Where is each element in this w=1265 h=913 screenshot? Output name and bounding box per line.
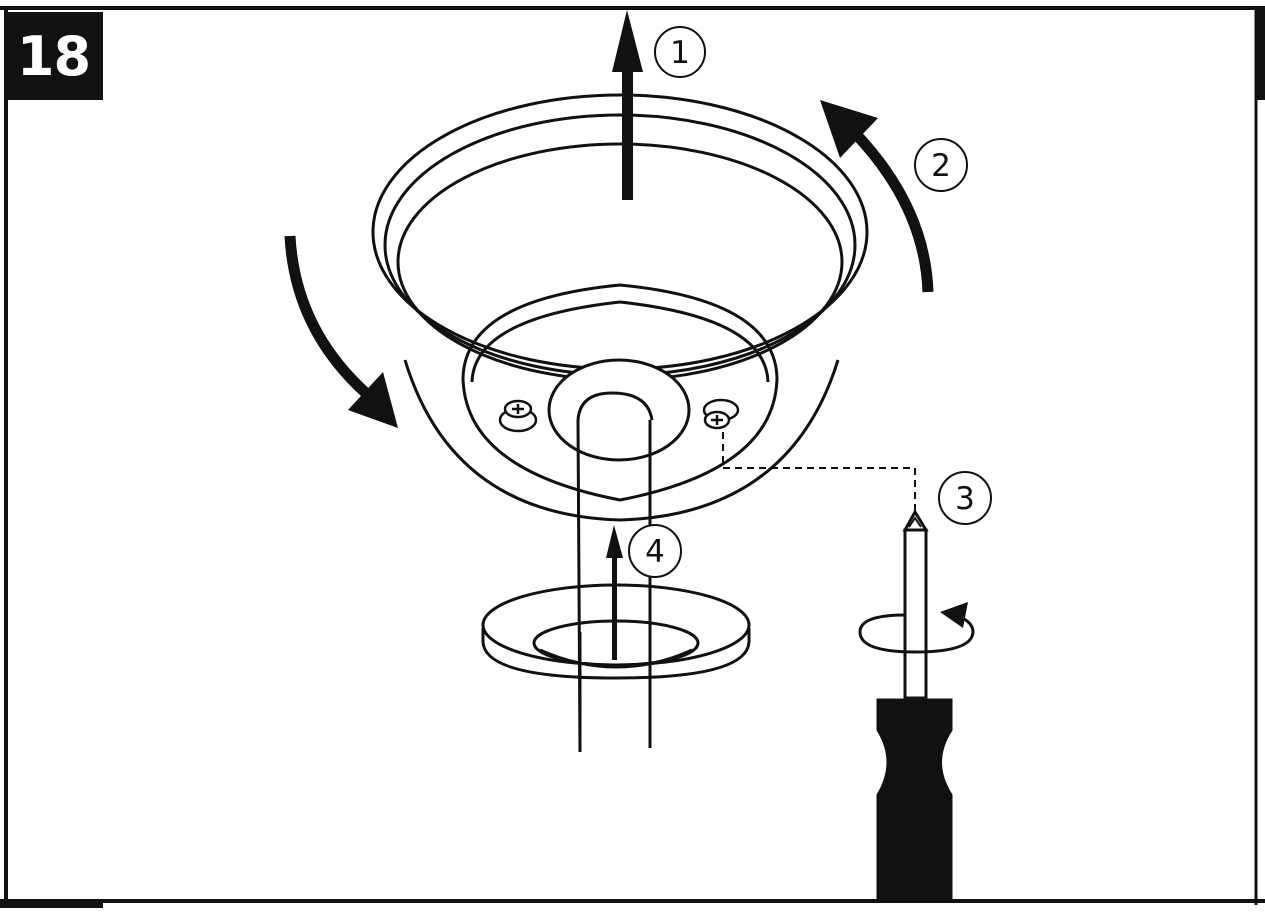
curved-arrow-icon <box>284 235 398 428</box>
panel-frame <box>0 6 1265 908</box>
screw-icon <box>498 399 538 433</box>
canopy-collar <box>461 283 779 502</box>
svg-text:4: 4 <box>645 534 665 570</box>
svg-text:2: 2 <box>931 148 951 184</box>
svg-text:3: 3 <box>955 481 975 517</box>
up-arrow-icon <box>612 10 643 200</box>
leader-line <box>722 432 916 512</box>
screwdriver-icon <box>876 509 953 900</box>
callout-4: 4 <box>628 524 682 578</box>
up-arrow-icon <box>606 525 623 660</box>
callout-1: 1 <box>654 26 706 78</box>
screw-icon <box>702 398 740 430</box>
svg-text:1: 1 <box>670 35 690 71</box>
callout-2: 2 <box>914 138 968 192</box>
rotation-arrow-icon <box>858 602 975 654</box>
callout-3: 3 <box>938 471 992 525</box>
step-number-badge: 18 <box>4 12 103 100</box>
curved-arrow-icon <box>820 100 934 293</box>
